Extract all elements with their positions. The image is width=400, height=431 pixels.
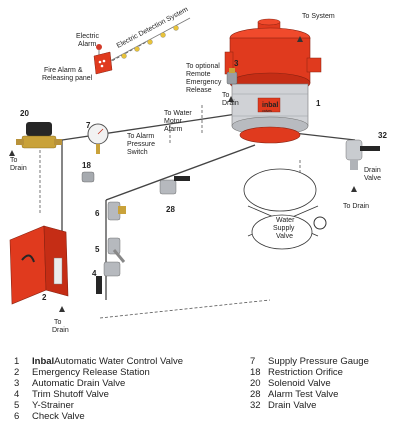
callout-32: 32	[378, 131, 387, 140]
trim-shutoff-valve	[96, 261, 121, 294]
detection-wire	[107, 17, 191, 63]
water-supply-valve	[243, 168, 327, 250]
callout-2: 2	[42, 293, 47, 302]
emergency-release-station	[9, 225, 69, 305]
callout-6: 6	[95, 209, 100, 218]
label-to-drain-32: To Drain	[343, 203, 369, 210]
callout-5: 5	[95, 245, 100, 254]
y-strainer	[107, 237, 126, 263]
valve-brand-subtext: valves	[262, 109, 272, 113]
callout-7: 7	[86, 121, 91, 130]
callout-4: 4	[92, 269, 97, 278]
fire-alarm-panel	[93, 51, 113, 75]
callout-28: 28	[166, 205, 175, 214]
valve-brand-text: inbal	[262, 102, 278, 109]
callout-3: 3	[234, 59, 239, 68]
system-diagram: inbal valves	[9, 6, 387, 334]
alarm-test-valve	[159, 176, 190, 195]
automatic-drain-valve	[226, 68, 238, 85]
check-valve	[107, 201, 126, 221]
supply-pressure-gauge	[87, 123, 109, 154]
drain-valve	[345, 139, 380, 170]
label-fire-alarm-panel: Fire Alarm &Releasing panel	[42, 67, 93, 82]
restriction-orifice	[81, 171, 95, 183]
callout-18: 18	[82, 161, 91, 170]
label-to-system: To System	[302, 13, 335, 20]
callout-1: 1	[316, 99, 321, 108]
solenoid-valve	[16, 122, 62, 149]
main-deluge-valve	[224, 18, 322, 144]
drain-arrows	[9, 36, 357, 312]
callout-20: 20	[20, 109, 29, 118]
